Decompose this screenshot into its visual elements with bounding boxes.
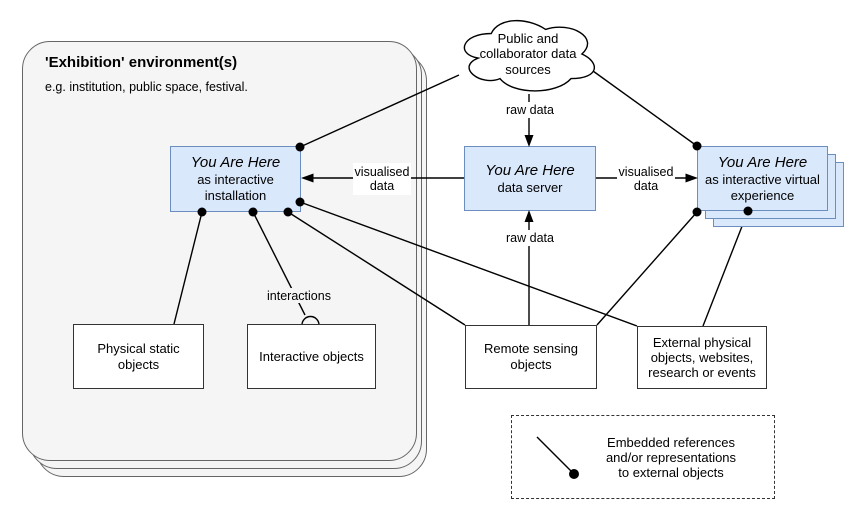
edge-label-visualised-data-right: visualised data <box>617 163 675 195</box>
physical-static-label: Physical static objects <box>97 340 180 372</box>
remote-sensing-label: Remote sensing objects <box>484 341 578 372</box>
node-installation: You Are Here as interactive installation <box>170 146 301 212</box>
virtual-title: You Are Here <box>717 153 808 171</box>
edge-label-visualised-data-left: visualised data <box>353 163 411 195</box>
exhibition-environment-subtitle: e.g. institution, public space, festival… <box>45 80 248 94</box>
edge-virtual-to-remote-sensing <box>596 211 698 326</box>
arrowhead-into-server-bottom <box>524 210 534 222</box>
edge-cloud-to-virtual <box>592 70 698 147</box>
installation-title: You Are Here <box>190 154 281 171</box>
node-cloud-data-sources: Public and collaborator data sources <box>460 22 596 86</box>
virtual-subtitle: as interactive virtual experience <box>705 171 820 203</box>
edge-label-interactions: interactions <box>266 288 332 303</box>
edge-label-raw-data-bottom: raw data <box>502 230 558 246</box>
edge-label-raw-data-top: raw data <box>502 102 558 118</box>
node-virtual: You Are Here as interactive virtual expe… <box>697 146 828 211</box>
cloud-label: Public and collaborator data sources <box>479 30 577 77</box>
installation-subtitle: as interactive installation <box>197 172 274 203</box>
interactive-objects-label: Interactive objects <box>259 348 364 364</box>
edge-virtual-to-external <box>702 210 749 327</box>
legend-text: Embedded references and/or representatio… <box>605 434 737 480</box>
external-objects-label: External physical objects, websites, res… <box>648 335 756 380</box>
server-title: You Are Here <box>485 161 575 179</box>
node-external-objects: External physical objects, websites, res… <box>637 326 767 389</box>
server-subtitle: data server <box>497 179 563 195</box>
node-remote-sensing-objects: Remote sensing objects <box>465 325 597 389</box>
node-interactive-objects: Interactive objects <box>247 324 376 389</box>
exhibition-environment <box>22 41 417 461</box>
exhibition-environment-title: 'Exhibition' environment(s) <box>45 54 238 71</box>
node-server: You Are Here data server <box>464 146 596 211</box>
node-physical-static-objects: Physical static objects <box>73 324 204 389</box>
